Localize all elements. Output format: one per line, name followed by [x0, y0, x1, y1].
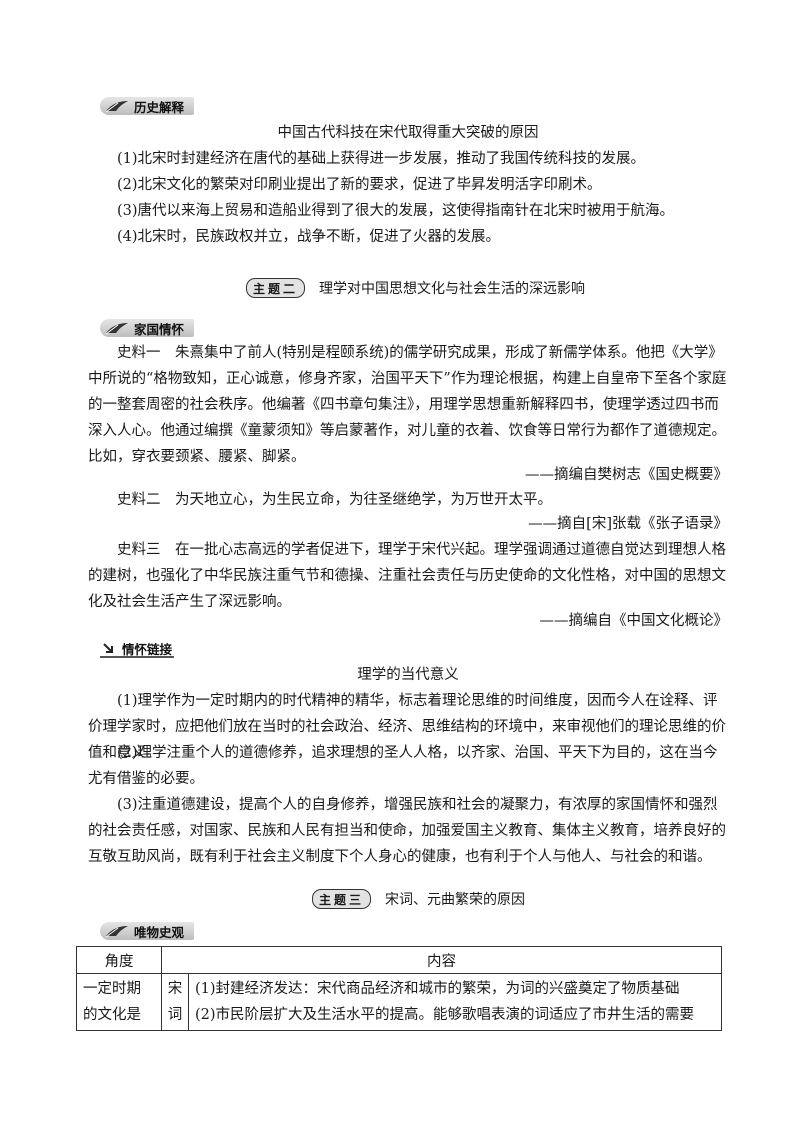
quill-icon: [105, 926, 128, 938]
theme-title: 宋词、元曲繁荣的原因: [385, 892, 526, 908]
section-tag-history: 历史解释: [100, 97, 195, 115]
row-sub-label: 宋词: [161, 973, 189, 1031]
history-item-1: (1)北宋时封建经济在唐代的基础上获得进一步发展，推动了我国传统科技的发展。: [117, 151, 646, 167]
theme-two-heading: 主题二 理学对中国思想文化与社会生活的深远影响: [246, 277, 585, 299]
link-item-1: (1)理学作为一定时期内的时代精神的精华，标志着理论思维的时间维度，因而今人在诠…: [88, 693, 726, 761]
citation-three: ——摘编自《中国文化概论》: [539, 613, 729, 629]
row-content: (1)封建经济发达：宋代商品经济和城市的繁荣，为词的兴盛奠定了物质基础 (2)市…: [188, 973, 722, 1031]
history-subtitle: 中国古代科技在宋代取得重大突破的原因: [277, 125, 539, 141]
row-line-1: (1)封建经济发达：宋代商品经济和城市的繁荣，为词的兴盛奠定了物质基础: [195, 981, 680, 997]
table-header-content: 内容: [161, 946, 722, 974]
source-two: 史料二 为天地立心，为生民立命，为往圣继绝学，为万世开太平。: [117, 492, 552, 508]
theme-badge: 主题三: [312, 889, 372, 909]
quill-icon: [105, 323, 128, 335]
arrow-icon: [103, 643, 113, 653]
link-subtitle: 理学的当代意义: [357, 667, 459, 683]
link-item-3: (3)注重道德建设，提高个人的自身修养，增强民族和社会的凝聚力，有浓厚的家国情怀…: [88, 797, 726, 865]
content-table: 角度 内容 一定时期的文化是 宋词 (1)封建经济发达：宋代商品经济和城市的繁荣…: [76, 946, 722, 1031]
section-tag-material: 唯物史观: [100, 922, 195, 940]
link-item-2: (2)理学注重个人的道德修养，追求理想的圣人人格，以齐家、治国、平天下为目的，这…: [88, 745, 718, 787]
history-item-3: (3)唐代以来海上贸易和造船业得到了很大的发展，这使得指南针在北宋时被用于航海。: [117, 203, 675, 219]
row-line-2: (2)市民阶层扩大及生活水平的提高。能够歌唱表演的词适应了市井生活的需要: [195, 1007, 695, 1023]
history-item-4: (4)北宋时，民族政权并立，战争不断，促进了火器的发展。: [117, 229, 501, 245]
section-tag-family: 家国情怀: [100, 319, 195, 337]
tag-label: 唯物史观: [134, 924, 185, 940]
tag-label: 情怀链接: [122, 641, 173, 657]
table-row: 一定时期的文化是 宋词 (1)封建经济发达：宋代商品经济和城市的繁荣，为词的兴盛…: [76, 973, 722, 1031]
table-header-row: 角度 内容: [76, 946, 722, 974]
theme-title: 理学对中国思想文化与社会生活的深远影响: [319, 281, 586, 297]
history-item-2: (2)北宋文化的繁荣对印刷业提出了新的要求，促进了毕昇发明活字印刷术。: [117, 177, 602, 193]
theme-three-heading: 主题三 宋词、元曲繁荣的原因: [312, 888, 525, 910]
citation-two: ——摘自[宋]张载《张子语录》: [528, 516, 728, 532]
theme-badge: 主题二: [246, 278, 306, 298]
table-header-angle: 角度: [76, 946, 162, 974]
section-tag-link: 情怀链接: [100, 640, 175, 658]
source-one: 史料一 朱熹集中了前人(特别是程颐系统)的儒学研究成果，形成了新儒学体系。他把《…: [88, 345, 727, 465]
source-three: 史料三 在一批心志高远的学者促进下，理学于宋代兴起。理学强调通过道德自觉达到理想…: [88, 542, 726, 610]
tag-label: 家国情怀: [134, 321, 185, 337]
row-label: 一定时期的文化是: [76, 973, 162, 1031]
quill-icon: [105, 101, 128, 113]
citation-one: ——摘编自樊树志《国史概要》: [525, 467, 728, 483]
tag-label: 历史解释: [134, 99, 185, 115]
